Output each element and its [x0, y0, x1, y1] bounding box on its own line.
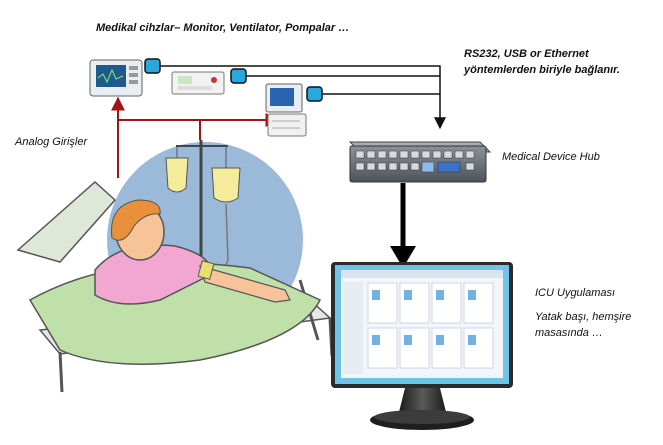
ventilator-icon — [265, 83, 307, 137]
desktop-monitor-icon — [331, 262, 513, 430]
connector-1 — [144, 58, 161, 74]
network-hub-icon — [348, 141, 492, 183]
analog-inputs-label: Analog Girişler — [15, 136, 88, 148]
icu-location-line2: masasında … — [535, 327, 603, 339]
patient-scene — [16, 140, 334, 393]
hub-to-app-arrowhead — [390, 246, 416, 268]
icu-app-label: ICU Uygulaması — [535, 287, 616, 299]
patient-monitor-icon — [89, 59, 143, 97]
analog-connections — [111, 96, 280, 178]
infusion-pump-icon — [171, 71, 225, 95]
patient-arm — [199, 265, 291, 303]
devices-title: Medikal cihzlar– Monitor, Ventilator, Po… — [96, 22, 350, 34]
connector-2 — [230, 68, 247, 84]
connector-3 — [306, 86, 323, 102]
patient-hair — [111, 199, 161, 241]
hub-label: Medical Device Hub — [502, 151, 600, 163]
connection-note-line2: yöntemlerden biriyle bağlanır. — [464, 64, 620, 76]
icu-location-line1: Yatak başı, hemşire — [535, 311, 632, 323]
serial-connections — [144, 58, 446, 130]
connection-note-line1: RS232, USB or Ethernet — [464, 48, 589, 60]
